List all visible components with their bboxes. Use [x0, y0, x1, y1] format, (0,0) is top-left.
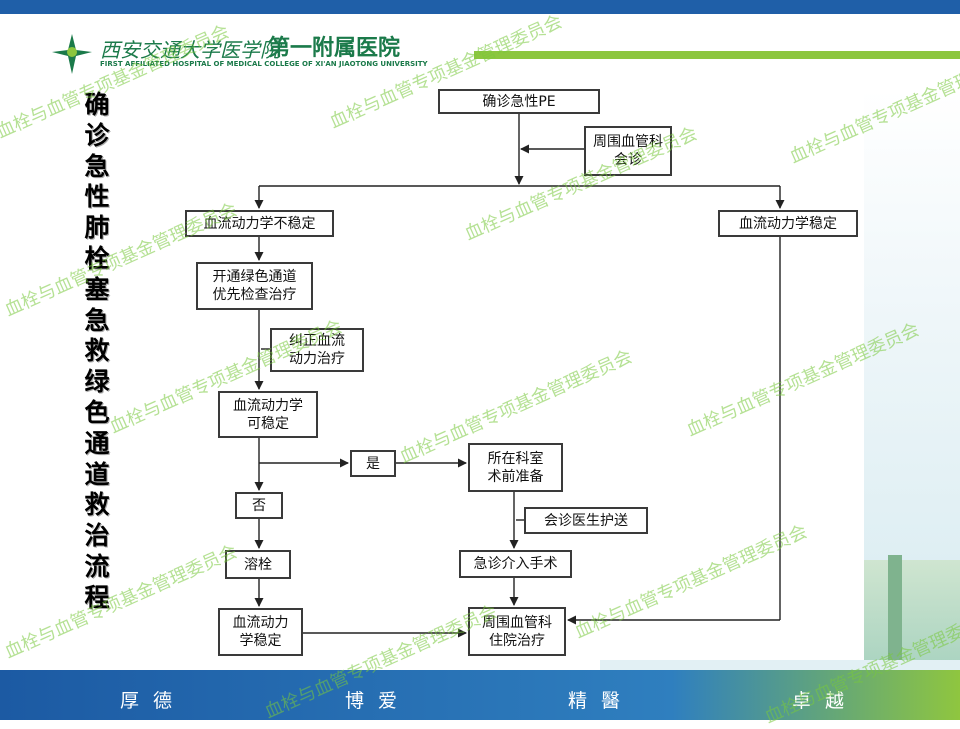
title-char: 救: [84, 490, 110, 520]
thrombolysis-box: 溶栓: [225, 550, 291, 579]
dept-preop-box: 所在科室 术前准备: [468, 443, 563, 492]
hemo-can-stabilize-box: 血流动力学 可稳定: [218, 391, 318, 438]
title-char: 程: [84, 582, 110, 612]
yes-box: 是: [350, 450, 396, 477]
title-char: 急: [84, 151, 110, 181]
title-char: 塞: [84, 274, 110, 304]
hospital-english-name: FIRST AFFILIATED HOSPITAL OF MEDICAL COL…: [100, 60, 428, 68]
title-char: 肺: [84, 213, 110, 243]
motto-4: 卓越: [792, 690, 859, 712]
motto-3: 精醫: [568, 690, 635, 712]
title-char: 急: [84, 305, 110, 335]
title-char: 确: [84, 90, 110, 119]
title-char: 性: [84, 182, 110, 212]
vascular-admission-box: 周围血管科 住院治疗: [468, 607, 566, 656]
escort-box: 会诊医生护送: [524, 507, 648, 534]
title-char: 流: [84, 551, 110, 581]
motto-1: 厚德: [120, 690, 187, 712]
title-char: 道: [84, 459, 110, 489]
vascular-consult-box: 周围血管科 会诊: [584, 126, 672, 176]
header-green-line: [474, 51, 960, 59]
title-char: 绿: [84, 367, 110, 397]
title-char: 通: [84, 428, 110, 458]
title-char: 救: [84, 336, 110, 366]
hospital-header: 西安交通大学医学院 第一附属医院 FIRST AFFILIATED HOSPIT…: [0, 14, 960, 84]
hemo-stabilized-box: 血流动力 学稳定: [218, 608, 303, 656]
tower-decoration: [888, 555, 902, 670]
correct-hemo-box: 纠正血流 动力治疗: [270, 328, 364, 372]
title-char: 治: [84, 521, 110, 551]
bottom-decoration: [600, 660, 960, 670]
school-name: 西安交通大学医学院: [100, 38, 280, 62]
hemo-unstable-box: 血流动力学不稳定: [185, 210, 334, 237]
vertical-title: 确诊急性肺栓塞急救绿色通道救治流程: [82, 90, 112, 614]
building-decoration: [864, 560, 960, 670]
motto-2: 博爱: [345, 690, 412, 712]
title-char: 诊: [84, 120, 110, 150]
hospital-logo-icon: [52, 34, 92, 74]
hemo-stable-box: 血流动力学稳定: [718, 210, 858, 237]
confirm-pe-box: 确诊急性PE: [438, 89, 600, 114]
top-blue-bar: [0, 0, 960, 14]
no-box: 否: [235, 492, 283, 519]
title-char: 栓: [84, 243, 110, 273]
title-char: 色: [84, 397, 110, 427]
green-channel-box: 开通绿色通道 优先检查治疗: [196, 262, 313, 310]
emergency-surgery-box: 急诊介入手术: [459, 550, 572, 578]
footer-bar: [0, 670, 960, 720]
hospital-name: 第一附属医院: [268, 36, 401, 61]
